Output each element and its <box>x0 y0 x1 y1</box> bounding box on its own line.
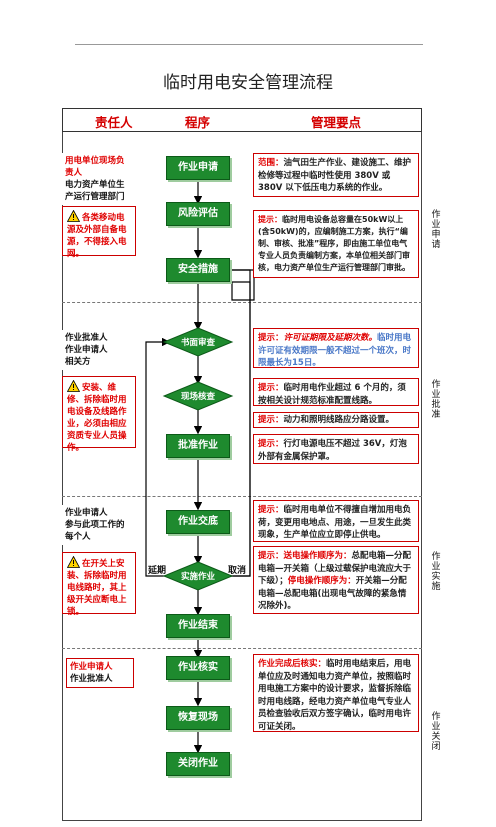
table-frame <box>62 132 422 821</box>
phase-label-apply: 作业申请 <box>431 210 441 250</box>
responsible-apply-line2: 电力资产单位生产运行管理部门 <box>65 180 125 202</box>
responsible-approve-line1: 作业批准人 <box>65 333 108 343</box>
note-separate-lines-text: 动力和照明线路应分路设置。 <box>283 415 395 425</box>
warning-box-1: 各类移动电源及外部自备电源，不得接入电网。 <box>62 206 136 259</box>
page-title: 临时用电安全管理流程 <box>163 73 333 93</box>
section-divider-2 <box>62 496 422 497</box>
warning-text-3: 在开关上安装、拆除临时用电线路时，其上级开关应断电上锁。 <box>67 559 127 617</box>
phase-label-approve: 作业批准 <box>431 380 441 420</box>
note-lamp-voltage: 提示：行灯电源电压不超过 36V，灯泡外部有金属保护罩。 <box>253 434 419 464</box>
implement-diamond <box>162 561 234 591</box>
table-header: 责任人 程序 管理要点 <box>62 108 422 132</box>
review-diamond <box>162 327 234 357</box>
step-restore: 恢复现场 <box>166 706 230 730</box>
warning-text-2: 安装、维修、拆除临时用电设备及线路作业，必须由相应资质专业人员操作。 <box>67 383 127 453</box>
step-approve: 批准作业 <box>166 434 230 458</box>
step-site-check: 现场核查 <box>180 392 215 402</box>
note-lamp-voltage-text: 行灯电源电压不超过 36V，灯泡外部有金属保护罩。 <box>258 439 407 462</box>
step-implement: 实施作业 <box>180 572 215 582</box>
header-key-points: 管理要点 <box>311 115 362 130</box>
step-apply: 作业申请 <box>166 156 230 180</box>
warning-box-3: 在开关上安装、拆除临时用电线路时，其上级开关应断电上锁。 <box>62 552 136 617</box>
note-load-text: 临时用电单位不得擅自增加用电负荷，变更用电地点、用途，一旦发生此类现象，生产单位… <box>258 505 412 540</box>
note-scope-text: 油气田生产作业、建设施工、维护检修等过程中临时性使用 380V 或380V 以下… <box>258 158 412 193</box>
warning-text-1: 各类移动电源及外部自备电源，不得接入电网。 <box>67 213 127 259</box>
note-permit-key: 提示： <box>258 333 284 343</box>
header-responsible: 责任人 <box>95 115 133 130</box>
note-verify-text: 临时用电结束后，用电单位应及时通知电力资产单位，按照临时用电施工方案中的设计要求… <box>258 659 412 732</box>
note-switch-order: 提示：送电操作顺序为：总配电箱—分配电箱—开关箱（上级过载保护电流应大于下级）；… <box>253 546 419 614</box>
warning-icon <box>67 556 80 568</box>
note-switch-order-text1: 总配电箱—分配电箱—开关箱（上级过载保护电流应大于下级）； <box>258 551 412 586</box>
note-plan-text: 临时用电设备总容量在50kW以上(含50kW)的，应编制施工方案，执行“编制、审… <box>258 215 410 272</box>
note-permit: 提示：许可证期限及延期次数。临时用电许可证有效期限一般不超过一个班次，时限最长为… <box>253 328 419 368</box>
warning-icon <box>67 380 80 392</box>
responsible-implement-line2: 参与此项工作的每个人 <box>65 520 125 542</box>
note-scope-key: 范围： <box>258 158 284 168</box>
responsible-implement: 作业申请人 参与此项工作的每个人 <box>62 505 134 545</box>
note-load-key: 提示： <box>258 505 284 515</box>
step-safety: 安全措施 <box>166 258 230 282</box>
note-verify-key: 作业完成后核实： <box>258 659 327 669</box>
note-permit-text: 临时用电许可证有效期限一般不超过一个班次，时限最长为15日。 <box>258 333 412 368</box>
step-risk: 风险评估 <box>166 202 230 226</box>
note-switch-order-key2: 停电操作顺序为： <box>287 576 356 586</box>
site-check-diamond <box>162 381 234 411</box>
note-separate-lines: 提示：动力和照明线路应分路设置。 <box>253 412 419 428</box>
warning-icon <box>67 210 80 222</box>
step-verify: 作业核实 <box>166 656 230 680</box>
note-six-months: 提示：临时用电作业超过 6 个月的，须按相关设计规范标准配置线路。 <box>253 378 419 406</box>
note-verify: 作业完成后核实：临时用电结束后，用电单位应及时通知电力资产单位，按照临时用电施工… <box>253 654 419 732</box>
note-plan: 提示：临时用电设备总容量在50kW以上(含50kW)的，应编制施工方案，执行“编… <box>253 210 419 278</box>
responsible-close-line1: 作业申请人 <box>70 662 113 672</box>
header-procedure: 程序 <box>185 115 211 130</box>
note-plan-key: 提示： <box>258 215 282 224</box>
step-close: 关闭作业 <box>166 752 230 776</box>
responsible-close: 作业申请人 作业批准人 <box>66 658 134 688</box>
top-rule <box>75 44 423 45</box>
responsible-implement-line1: 作业申请人 <box>65 508 108 518</box>
responsible-approve-line3: 相关方 <box>65 357 91 367</box>
note-lamp-voltage-key: 提示： <box>258 439 284 449</box>
responsible-close-line2: 作业批准人 <box>70 674 113 684</box>
responsible-apply: 用电单位现场负责人 电力资产单位生产运行管理部门 <box>62 153 134 205</box>
branch-extend-label: 延期 <box>148 566 167 576</box>
note-scope: 范围：油气田生产作业、建设施工、维护检修等过程中临时性使用 380V 或380V… <box>253 153 419 197</box>
note-switch-order-text2: 开关箱—分配电箱—总配电箱(出现电气故障的紧急情况除外)。 <box>258 576 407 611</box>
note-permit-key2: 许可证期限及延期次数。 <box>283 333 378 343</box>
note-switch-order-key: 提示：送电操作顺序为： <box>258 551 352 561</box>
note-separate-lines-key: 提示： <box>258 415 284 425</box>
phase-label-close: 作业关闭 <box>431 712 441 752</box>
note-six-months-key: 提示： <box>258 383 284 393</box>
responsible-apply-line1: 用电单位现场负责人 <box>65 156 125 178</box>
responsible-approve: 作业批准人 作业申请人 相关方 <box>62 330 134 370</box>
note-six-months-text: 临时用电作业超过 6 个月的，须按相关设计规范标准配置线路。 <box>258 383 406 406</box>
phase-label-implement: 作业实施 <box>431 552 441 592</box>
step-finish: 作业结束 <box>166 614 230 638</box>
section-divider-1 <box>62 302 422 303</box>
step-review: 书面审查 <box>180 338 215 348</box>
step-handover: 作业交底 <box>166 510 230 534</box>
warning-box-2: 安装、维修、拆除临时用电设备及线路作业，必须由相应资质专业人员操作。 <box>62 376 136 453</box>
section-divider-3 <box>62 648 422 649</box>
responsible-approve-line2: 作业申请人 <box>65 345 108 355</box>
branch-cancel-label: 取消 <box>228 566 247 576</box>
note-load: 提示：临时用电单位不得擅自增加用电负荷，变更用电地点、用途，一旦发生此类现象，生… <box>253 500 419 542</box>
